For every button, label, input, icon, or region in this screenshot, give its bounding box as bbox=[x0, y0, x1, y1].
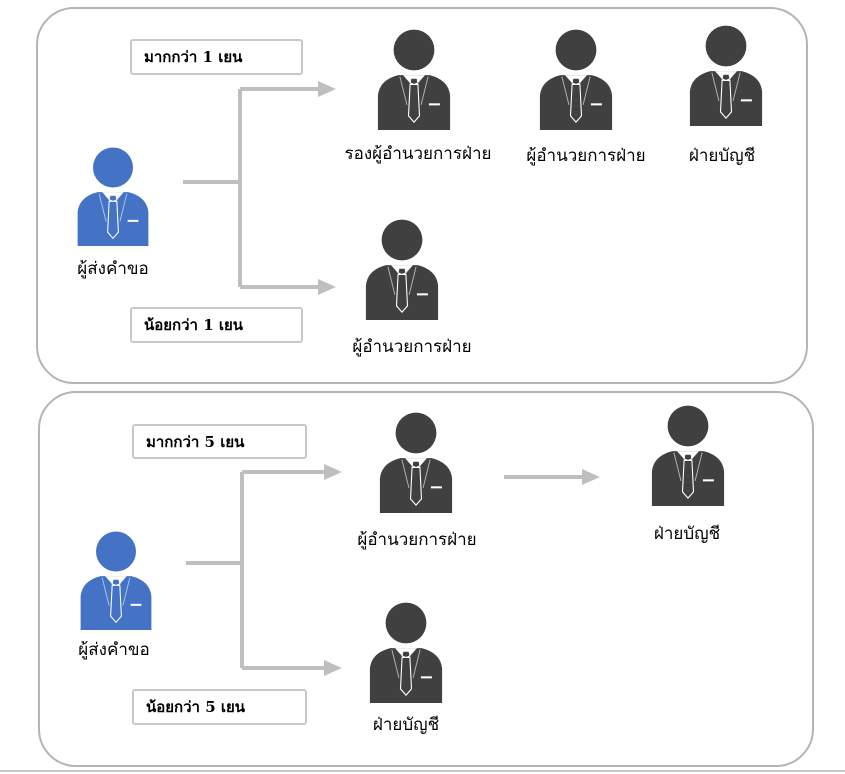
approver-icon bbox=[526, 28, 626, 130]
approver-icon bbox=[364, 28, 464, 130]
requester-label: ผู้ส่งคำขอ bbox=[77, 259, 149, 279]
approver-icon bbox=[638, 404, 738, 506]
approver-icon bbox=[352, 218, 452, 320]
approver-label: ผู้อำนวยการฝ่าย bbox=[357, 530, 477, 550]
approver-label: รองผู้อำนวยการฝ่าย bbox=[344, 144, 492, 164]
approver-label: ฝ่ายบัญชี bbox=[372, 715, 440, 735]
arrowhead-under-2 bbox=[324, 660, 342, 676]
arrowhead-next-2 bbox=[582, 469, 600, 485]
approver-label: ฝ่ายบัญชี bbox=[688, 146, 756, 166]
condition-over-1: มากกว่า 1 เยน bbox=[130, 39, 303, 75]
condition-under-1: น้อยกว่า 1 เยน bbox=[130, 307, 303, 343]
requester-icon bbox=[64, 146, 162, 246]
condition-under-2: น้อยกว่า 5 เยน bbox=[132, 689, 307, 725]
condition-over-2: มากกว่า 5 เยน bbox=[132, 424, 307, 459]
approver-label: ฝ่ายบัญชี bbox=[653, 524, 721, 544]
approver-label: ผู้อำนวยการฝ่าย bbox=[526, 146, 646, 166]
arrowhead-under-1 bbox=[318, 279, 336, 295]
requester-icon bbox=[67, 530, 165, 630]
approver-icon bbox=[366, 411, 466, 513]
approver-icon bbox=[356, 601, 456, 703]
requester-label: ผู้ส่งคำขอ bbox=[78, 640, 150, 660]
approver-label: ผู้อำนวยการฝ่าย bbox=[352, 337, 472, 357]
arrowhead-over-1 bbox=[318, 81, 336, 97]
arrowhead-over-2 bbox=[324, 464, 342, 480]
approver-icon bbox=[676, 24, 776, 126]
bottom-divider bbox=[0, 770, 845, 772]
